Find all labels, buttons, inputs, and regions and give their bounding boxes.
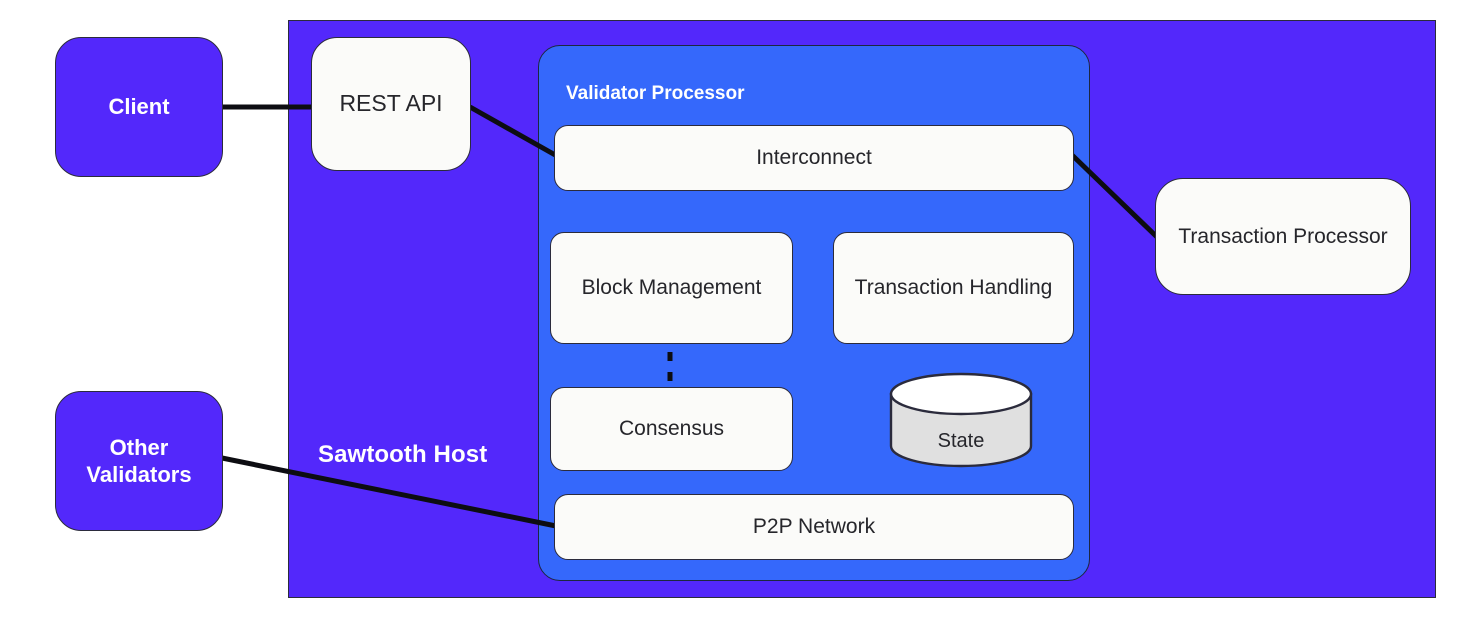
- node-client[interactable]: Client: [55, 37, 223, 177]
- node-transaction-handling-label: Transaction Handling: [854, 276, 1053, 300]
- node-p2p-network-label: P2P Network: [752, 515, 876, 539]
- database-cylinder-icon: [889, 372, 1033, 468]
- node-transaction-processor-label: Transaction Processor: [1178, 224, 1388, 248]
- node-block-management[interactable]: Block Management: [550, 232, 793, 344]
- node-state-database[interactable]: State: [888, 372, 1034, 468]
- node-transaction-processor[interactable]: Transaction Processor: [1155, 178, 1411, 295]
- node-consensus[interactable]: Consensus: [550, 387, 793, 471]
- node-rest-api[interactable]: REST API: [311, 37, 471, 171]
- node-block-management-label: Block Management: [581, 276, 762, 300]
- node-other-validators-label: Other Validators: [86, 434, 191, 489]
- node-interconnect[interactable]: Interconnect: [554, 125, 1074, 191]
- node-other-validators-line1: Other: [109, 434, 169, 460]
- node-rest-api-label: REST API: [339, 90, 443, 117]
- node-other-validators-line2: Validators: [86, 462, 192, 487]
- node-p2p-network[interactable]: P2P Network: [554, 494, 1074, 560]
- node-consensus-label: Consensus: [618, 417, 725, 441]
- validator-processor-label: Validator Processor: [566, 83, 745, 104]
- node-interconnect-label: Interconnect: [756, 146, 872, 170]
- node-transaction-handling[interactable]: Transaction Handling: [833, 232, 1074, 344]
- node-client-label: Client: [108, 94, 170, 120]
- sawtooth-host-label: Sawtooth Host: [318, 441, 488, 468]
- node-other-validators[interactable]: Other Validators: [55, 391, 223, 531]
